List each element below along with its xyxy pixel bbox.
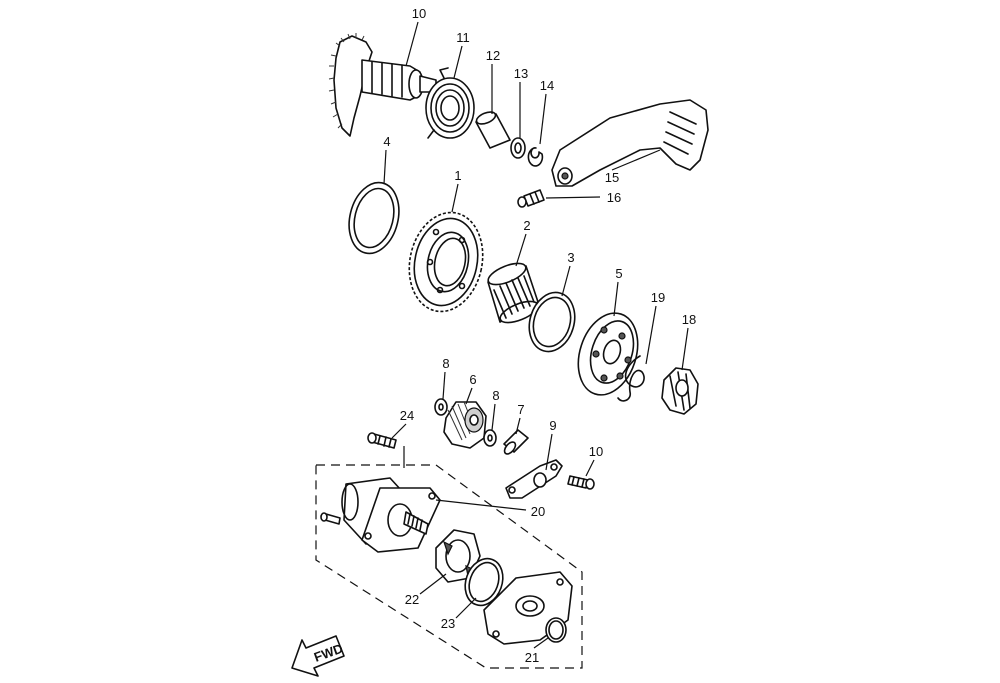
callout-13: 12 <box>486 48 500 63</box>
callout-1: 1 <box>454 168 461 183</box>
part-14-washer <box>510 137 526 159</box>
callout-15: 14 <box>540 78 554 93</box>
callout-4: 4 <box>383 134 390 149</box>
part-21-o-ring <box>545 617 567 643</box>
callout-20: 20 <box>531 504 545 519</box>
part-12-kick-spring <box>425 67 475 139</box>
part-10-bolt <box>567 475 595 490</box>
callout-16: 15 <box>605 170 619 185</box>
part-11-kick-shaft <box>328 33 437 137</box>
callout-22: 22 <box>405 592 419 607</box>
callout-24: 24 <box>400 408 414 423</box>
callout-3: 3 <box>567 250 574 265</box>
callout-numbers: 10 11 12 13 14 4 1 15 16 2 3 5 19 18 8 6… <box>383 6 696 665</box>
part-1-driven-gear <box>408 211 484 313</box>
part-6-idle-gear <box>443 401 487 449</box>
callout-7: 7 <box>517 402 524 417</box>
part-7-shaft <box>503 429 529 455</box>
callout-2: 2 <box>523 218 530 233</box>
part-8-washer-b <box>483 429 497 447</box>
fwd-arrow-icon: FWD <box>291 635 345 677</box>
callout-12: 11 <box>456 30 470 45</box>
part-20-starter-motor <box>320 477 441 553</box>
callout-18: 18 <box>682 312 696 327</box>
part-18-pinion-gear <box>661 367 699 415</box>
part-9-plate <box>505 459 563 499</box>
callout-21: 21 <box>525 650 539 665</box>
part-8-washer-a <box>434 398 448 416</box>
part-13-spacer <box>475 111 511 149</box>
part-3-ring <box>528 291 576 353</box>
callout-11: 10 <box>412 6 426 21</box>
callout-9: 9 <box>549 418 556 433</box>
part-19-spring <box>617 355 645 402</box>
callout-8a: 8 <box>442 356 449 371</box>
part-4-gasket <box>348 181 400 255</box>
part-23-o-ring <box>464 557 504 607</box>
callout-6: 6 <box>469 372 476 387</box>
callout-19: 19 <box>651 290 665 305</box>
callout-10: 10 <box>589 444 603 459</box>
callout-23: 23 <box>441 616 455 631</box>
callout-17: 16 <box>607 190 621 205</box>
part-24-bolt <box>367 432 397 449</box>
callout-14: 13 <box>514 66 528 81</box>
part-16-kick-lever <box>551 99 709 187</box>
leader-lines <box>383 21 689 649</box>
callout-8b: 8 <box>492 388 499 403</box>
part-15-circlip <box>527 147 544 167</box>
part-17-bolt <box>517 189 545 208</box>
callout-5: 5 <box>615 266 622 281</box>
part-5-clutch-outer <box>577 312 639 396</box>
starter-motor-assembly-boundary <box>315 464 583 669</box>
part-2-one-way-clutch <box>487 262 539 324</box>
